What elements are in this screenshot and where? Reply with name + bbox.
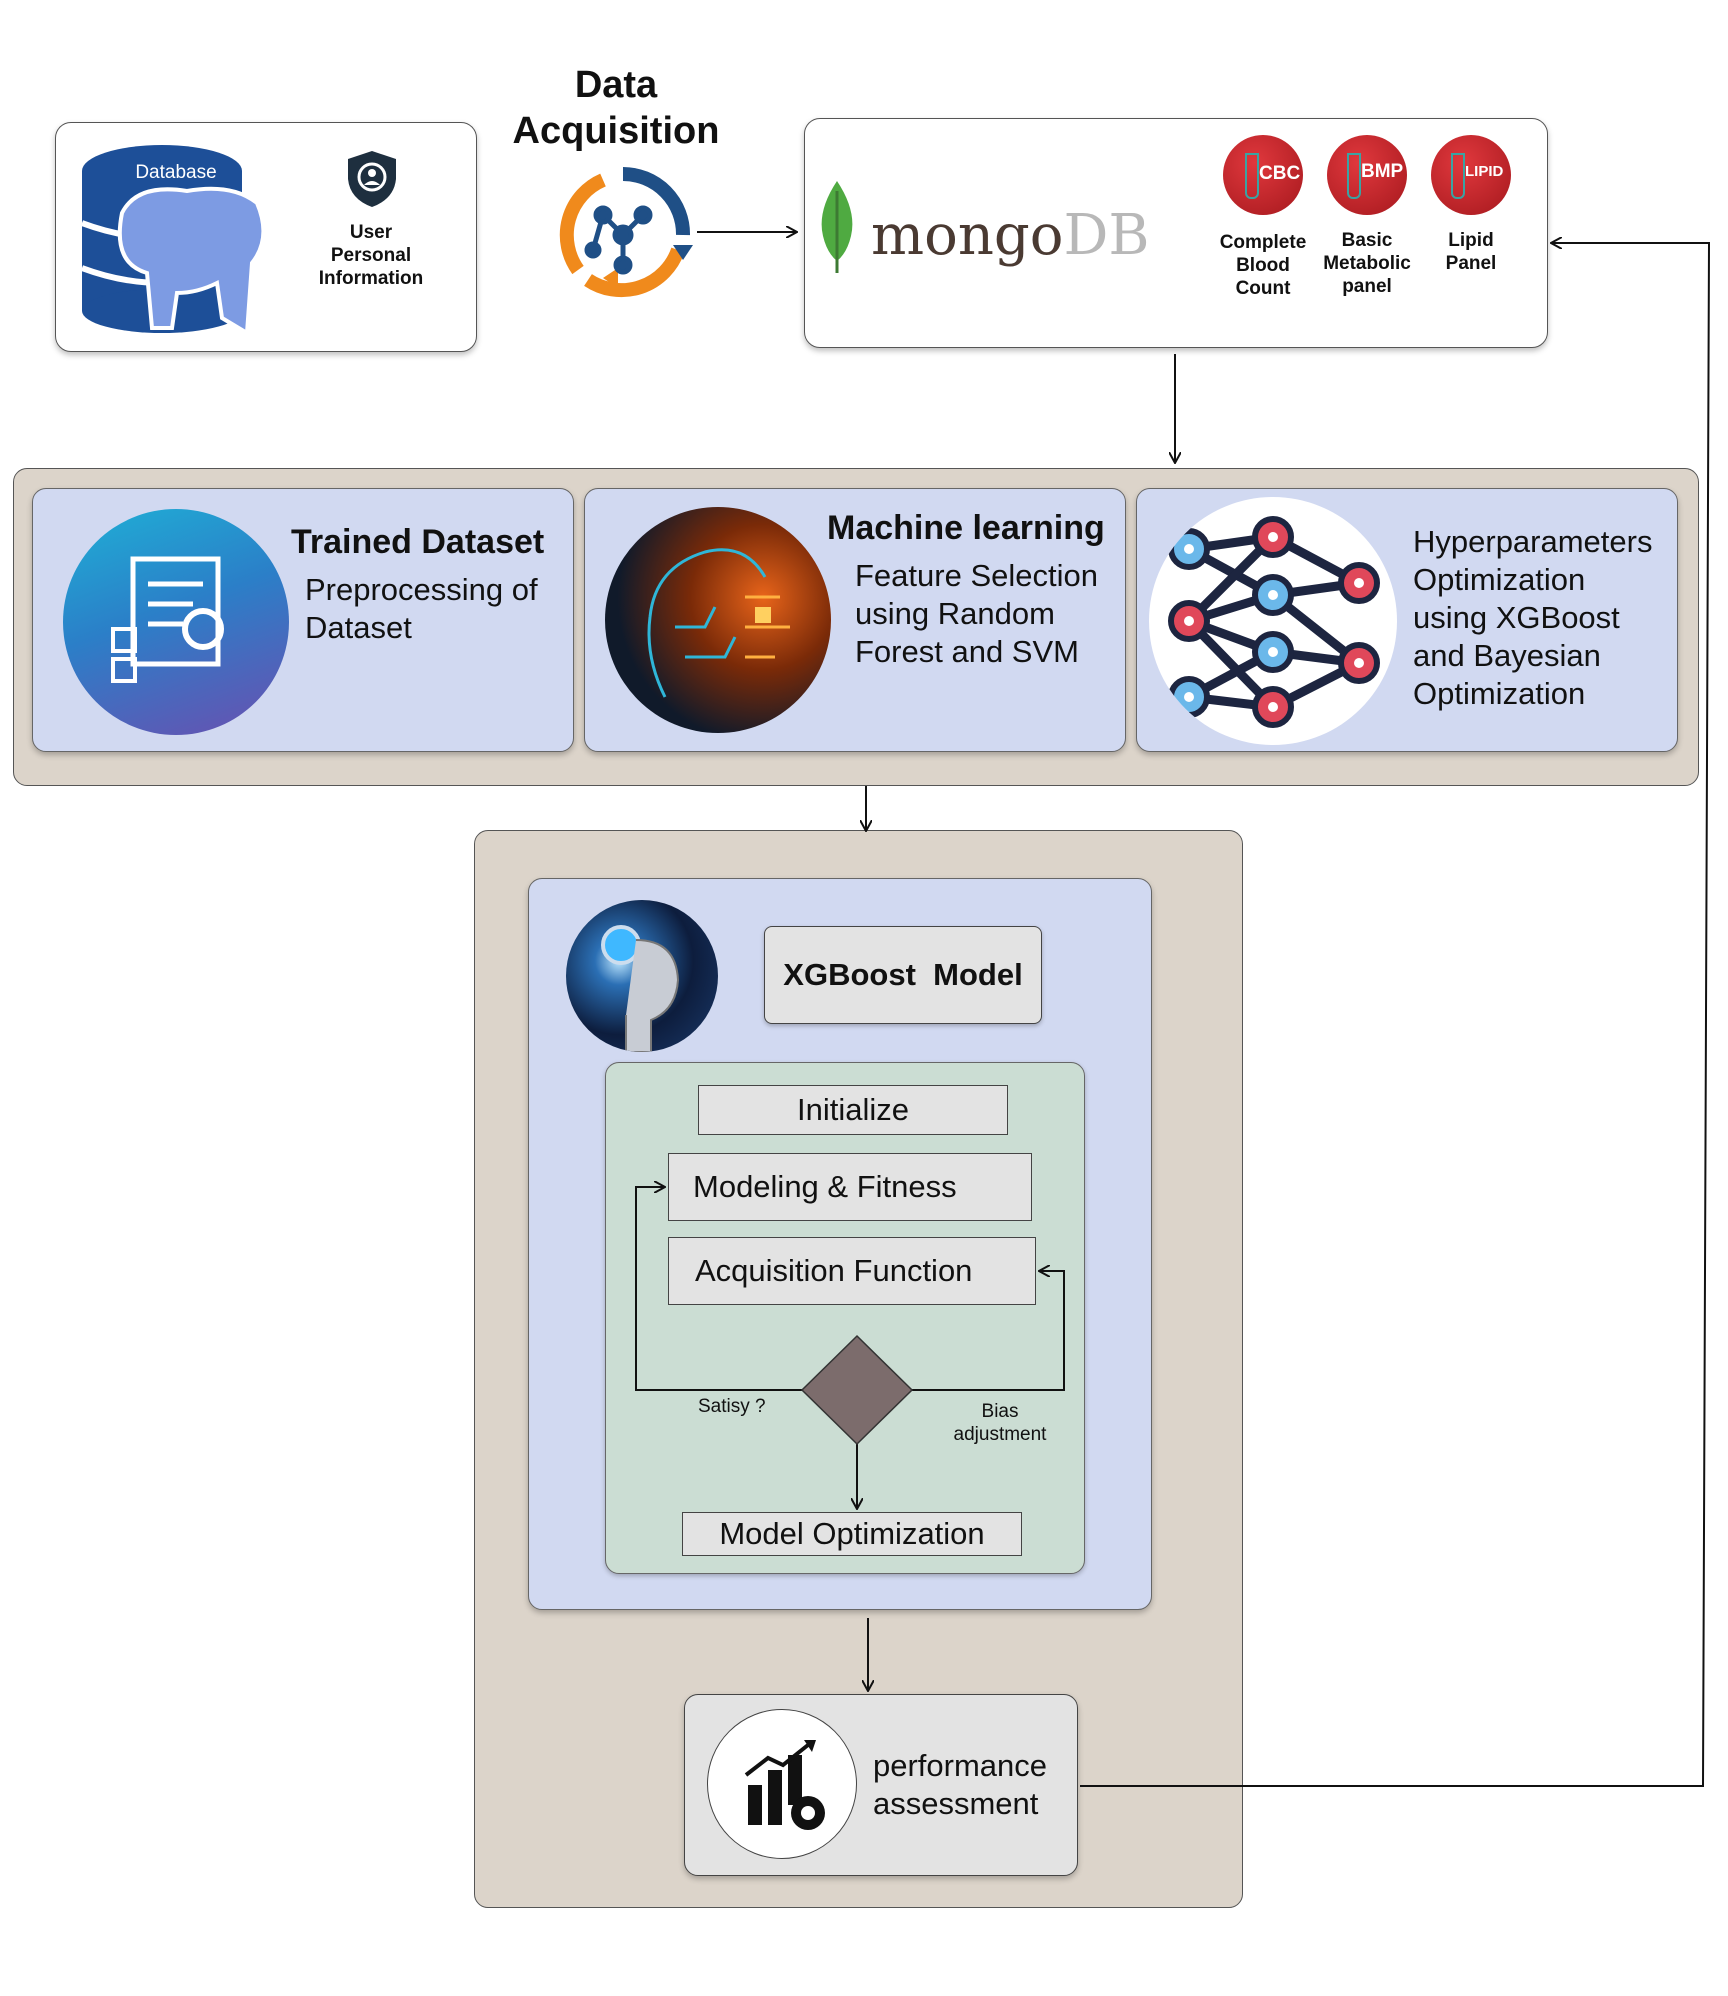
dataset-processing-icon xyxy=(63,509,289,735)
performance-label: performance assessment xyxy=(873,1748,1048,1821)
hyperparameter-desc: Hyperparameters Optimization using XGBoo… xyxy=(1413,524,1653,711)
machine-learning-desc: Feature Selection using Random Forest an… xyxy=(855,558,1098,669)
database-label: Database xyxy=(135,162,217,183)
lipid-badge: LIPID xyxy=(1431,135,1511,215)
trained-dataset-card: Trained Dataset Preprocessing of Dataset xyxy=(32,488,574,752)
neural-network-icon xyxy=(1149,497,1397,745)
modeling-fitness-step: Modeling & Fitness xyxy=(668,1153,1032,1221)
mongodb-leaf-icon xyxy=(821,181,853,273)
satisfy-label: Satisy ? xyxy=(698,1396,766,1417)
test-tube-icon xyxy=(1245,153,1259,199)
database-icon xyxy=(82,145,266,333)
machine-learning-card: Machine learning Feature Selection using… xyxy=(584,488,1126,752)
storage-card: mongoDB CBC Complete Blood Count BMP Bas… xyxy=(804,118,1548,348)
lipid-label: Lipid Panel xyxy=(1445,230,1497,274)
bias-adjustment-label: Bias adjustment xyxy=(953,1401,1047,1445)
optimization-loop-panel xyxy=(605,1062,1085,1574)
cbc-label: Complete Blood Count xyxy=(1219,232,1307,299)
data-acquisition-title: Data Acquisition xyxy=(512,64,720,152)
data-acquisition-icon xyxy=(559,167,693,298)
user-info-label: User Personal Information xyxy=(318,222,424,289)
model-optimization-step: Model Optimization xyxy=(682,1512,1022,1556)
ai-brain-icon xyxy=(605,507,831,733)
bmp-label: Basic Metabolic panel xyxy=(1323,230,1411,297)
ai-robot-icon xyxy=(566,900,718,1052)
performance-chart-icon xyxy=(707,1709,857,1859)
decision-diamond xyxy=(800,1334,914,1446)
xgboost-model-title: XGBoost Model xyxy=(764,926,1042,1024)
performance-card: performance assessment xyxy=(684,1694,1078,1876)
source-card: Database User Personal Information xyxy=(55,122,477,352)
initialize-step: Initialize xyxy=(698,1085,1008,1135)
user-shield-icon xyxy=(348,151,396,207)
cbc-badge: CBC xyxy=(1223,135,1303,215)
hyperparameter-card: Hyperparameters Optimization using XGBoo… xyxy=(1136,488,1678,752)
mongodb-wordmark: mongoDB xyxy=(871,203,1150,268)
acquisition-function-step: Acquisition Function xyxy=(668,1237,1036,1305)
trained-dataset-title: Trained Dataset xyxy=(291,523,545,561)
machine-learning-title: Machine learning xyxy=(827,509,1105,547)
bmp-badge: BMP xyxy=(1327,135,1407,215)
trained-dataset-desc: Preprocessing of Dataset xyxy=(305,572,538,645)
test-tube-icon xyxy=(1451,153,1465,199)
test-tube-icon xyxy=(1347,153,1361,199)
